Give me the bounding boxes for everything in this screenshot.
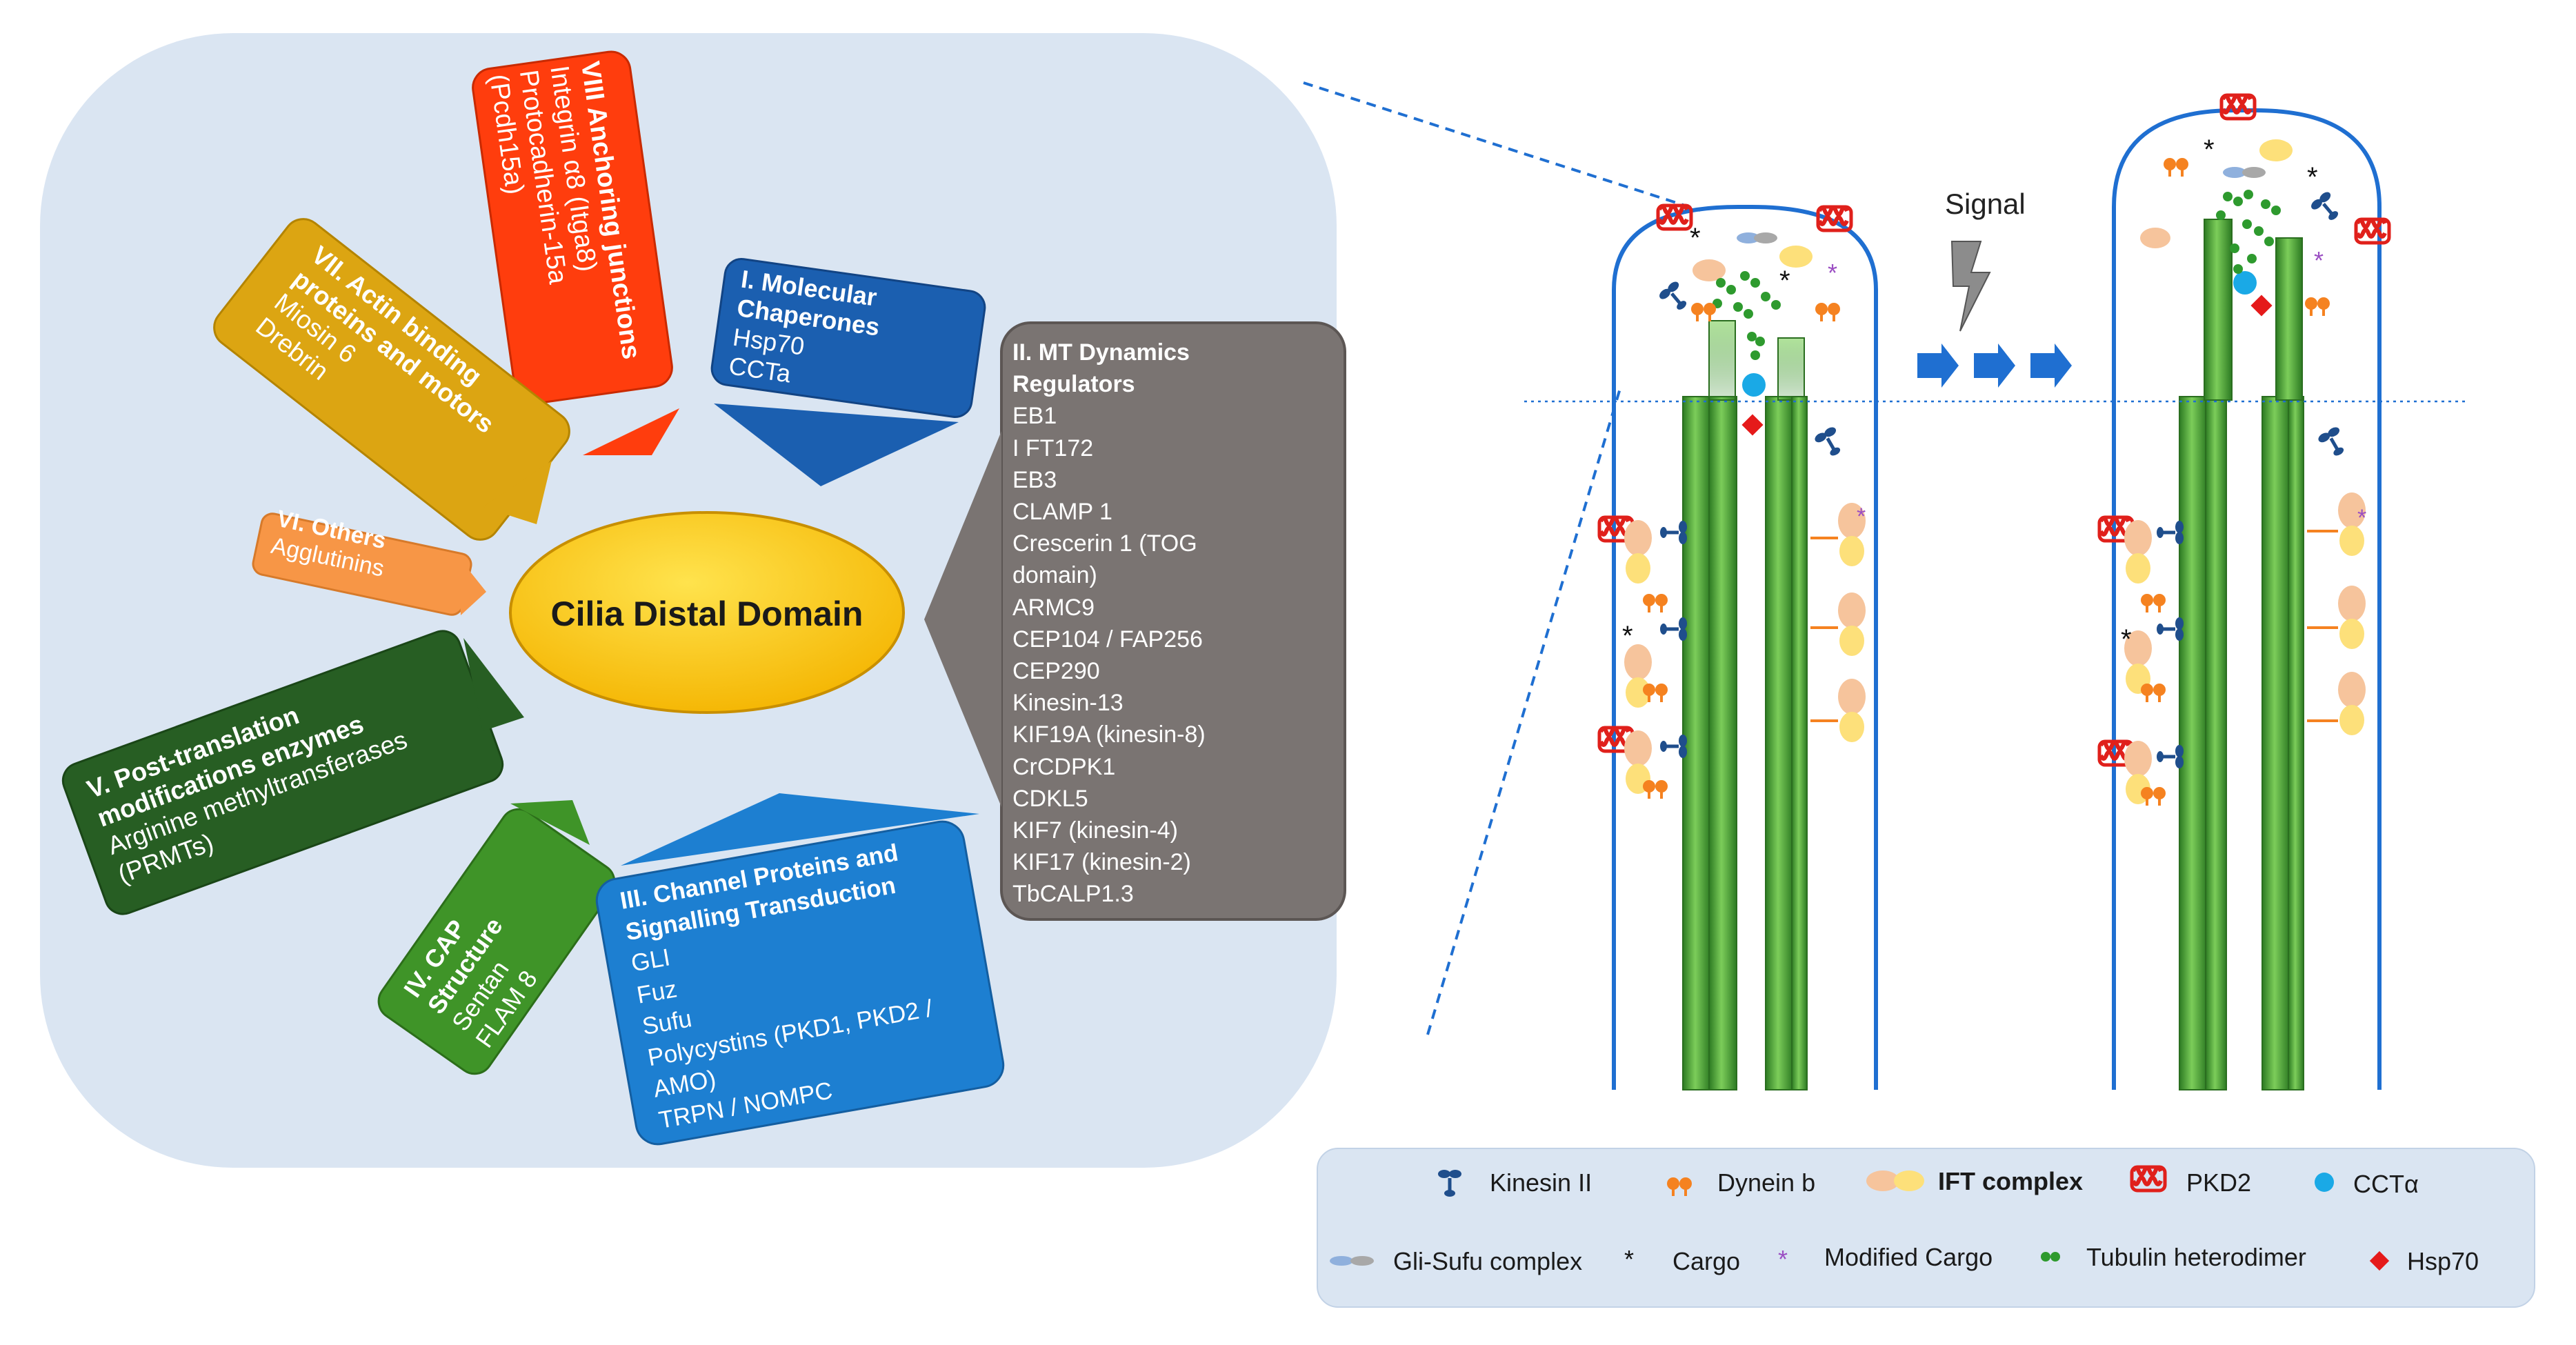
category-vi-arrow [459, 557, 486, 615]
category-ii-item: KIF17 (kinesin-2) [1012, 849, 1191, 876]
legend-label-cargo: Cargo [1673, 1247, 1741, 1275]
category-ii-item: CLAMP 1 [1012, 499, 1112, 526]
category-i-arrow [714, 404, 959, 486]
legend-gli-sufu-icon [1330, 1256, 1374, 1266]
legend-label-hsp70: Hsp70 [2407, 1247, 2479, 1275]
legend-icons: * * [1330, 1167, 2390, 1273]
zoom-line-top [1303, 81, 1701, 212]
svg-text:*: * [2204, 134, 2215, 165]
legend-ift-complex-icon [1866, 1170, 1924, 1191]
category-ii-item: EB3 [1012, 466, 1057, 493]
category-ii-item: CEP104 / FAP256 [1012, 626, 1203, 652]
svg-text:*: * [1828, 259, 1837, 287]
tip-contents-before: * * * [1657, 206, 1851, 436]
legend-label-cct-alpha: CCTα [2353, 1170, 2419, 1198]
category-ii-item: CEP290 [1012, 658, 1100, 685]
legend-cargo-icon: * [1624, 1245, 1634, 1273]
category-ii-item: Kinesin-13 [1012, 690, 1124, 717]
category-ii-item: TbCALP1.3 [1012, 881, 1134, 908]
center-label: Cilia Distal Domain [550, 595, 863, 633]
category-ii-item: I FT172 [1012, 435, 1094, 461]
legend-label-kinesin-ii: Kinesin II [1490, 1168, 1592, 1197]
shaft-transport-after: * * [2099, 426, 2366, 807]
category-ii-item: CDKL5 [1012, 785, 1088, 812]
category-ii-title-line: Regulators [1012, 371, 1135, 398]
legend-hsp70-icon [2369, 1251, 2390, 1271]
svg-text:*: * [2357, 505, 2366, 531]
category-ii-item: KIF7 (kinesin-4) [1012, 817, 1178, 844]
svg-text:*: * [2307, 162, 2318, 192]
category-ii-item: ARMC9 [1012, 594, 1095, 621]
category-viii-arrow [583, 408, 679, 455]
legend-tubulin-heterodimer-icon [2041, 1252, 2060, 1262]
cilium-before [1612, 205, 1878, 1090]
category-iv-shape [377, 808, 616, 1075]
zoom-line-bottom [1426, 386, 1622, 1035]
tip-contents-after: * * * [2140, 95, 2389, 317]
category-i-shape [710, 258, 986, 418]
category-iii-shape [595, 820, 1005, 1146]
svg-text:*: * [2314, 246, 2324, 275]
cilium-after [2112, 108, 2382, 1090]
svg-text:*: * [1690, 223, 1701, 253]
svg-text:*: * [1857, 504, 1866, 530]
legend-label-dynein-b: Dynein b [1717, 1168, 1816, 1197]
legend-cct-alpha-icon [2315, 1173, 2334, 1192]
svg-text:*: * [2121, 624, 2132, 655]
category-vii-arrow [483, 461, 552, 524]
category-ii-item: EB1 [1012, 403, 1057, 430]
signal-lightning-icon [1950, 241, 1991, 332]
category-ii-item: KIF19A (kinesin-8) [1012, 721, 1206, 748]
legend-label-tubulin-heterodimer: Tubulin heterodimer [2086, 1243, 2306, 1271]
category-iv-arrow [510, 800, 590, 845]
category-v-arrow [463, 638, 524, 731]
category-ii-item: CrCDPK1 [1012, 753, 1116, 780]
category-ii-title-line: II. MT Dynamics [1012, 339, 1190, 366]
shaft-transport-before: * * [1599, 426, 1866, 800]
category-ii-item: domain) [1012, 562, 1097, 589]
legend-label-pkd2: PKD2 [2186, 1168, 2252, 1197]
category-ii-text: II. MT Dynamics Regulators EB1 I FT172 E… [1012, 337, 1206, 910]
legend-label-modified-cargo: Modified Cargo [1824, 1243, 1993, 1271]
svg-text:*: * [1622, 621, 1633, 651]
svg-text:*: * [1779, 266, 1790, 296]
center-ellipse [509, 511, 905, 714]
category-viii-shape [472, 50, 673, 405]
category-iii-arrow [621, 793, 979, 866]
legend-label-gli-sufu: Gli-Sufu complex [1393, 1247, 1583, 1275]
signal-label: Signal [1945, 188, 2026, 220]
legend-panel [1317, 1148, 2535, 1308]
category-ii-item: Crescerin 1 (TOG [1012, 530, 1197, 557]
legend-label-ift-complex: IFT complex [1938, 1167, 2084, 1195]
signal-arrows [1917, 343, 2072, 388]
category-ii-arrow [924, 431, 1001, 807]
legend-modified-cargo-icon: * [1778, 1245, 1788, 1273]
